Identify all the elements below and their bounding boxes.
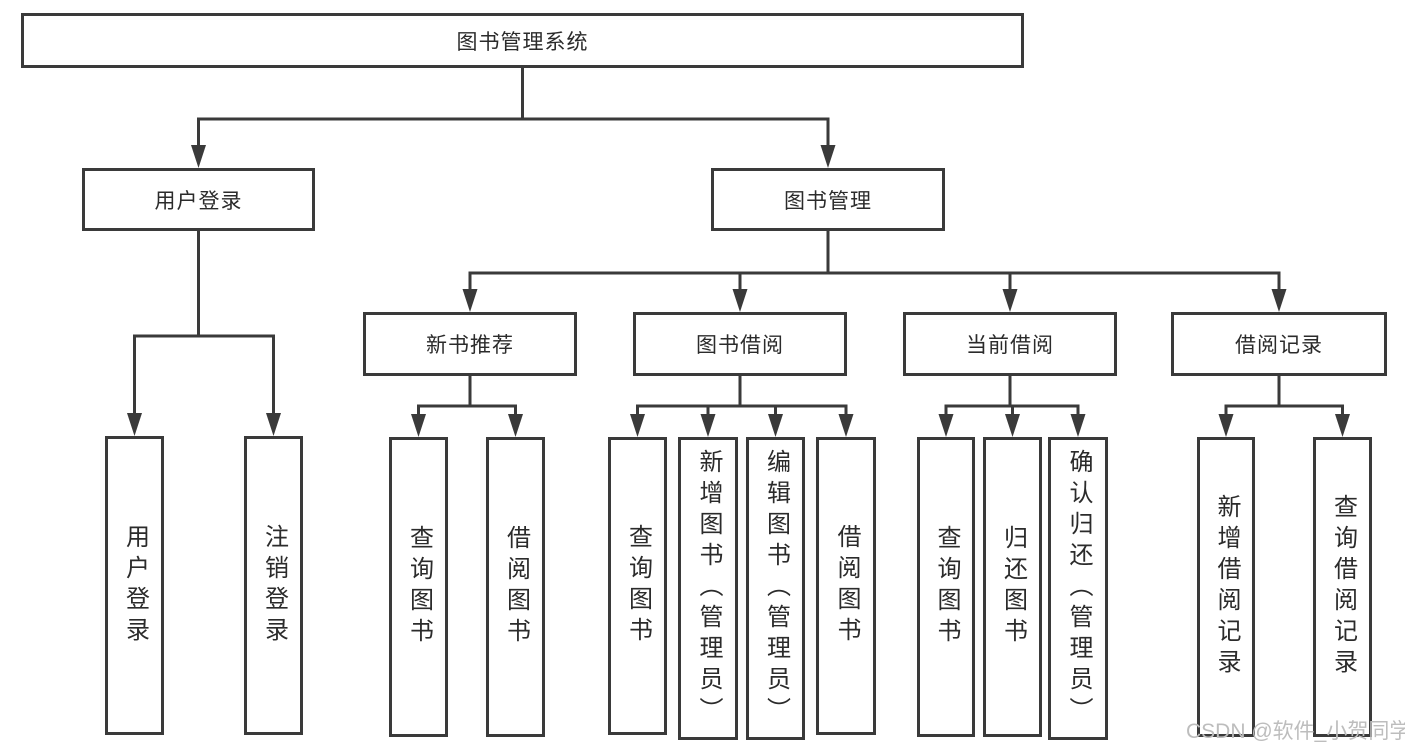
- leaf-query-borrow-record-label: 查询借阅记录: [1329, 494, 1357, 680]
- leaf-query-books-label: 查询图书: [933, 525, 960, 649]
- node-book-borrowing: 图书借阅: [633, 312, 847, 376]
- leaf-query-books: 查询图书: [608, 437, 667, 735]
- leaf-borrow-books-label: 借阅图书: [502, 525, 530, 649]
- leaf-borrow-books-label: 借阅图书: [833, 524, 860, 648]
- node-current-borrowing: 当前借阅: [903, 312, 1117, 376]
- leaf-add-books-admin: 新增图书（管理员）: [678, 437, 738, 740]
- node-new-book-recommend: 新书推荐: [363, 312, 577, 376]
- csdn-watermark: CSDN @软件_小贺同学: [1186, 720, 1405, 743]
- leaf-query-books-label: 查询图书: [624, 524, 652, 648]
- leaf-confirm-return-admin-label: 确认归还（管理员）: [1065, 449, 1092, 728]
- leaf-query-books: 查询图书: [917, 437, 975, 737]
- node-root-system: 图书管理系统: [21, 13, 1024, 68]
- node-root-label: 图书管理系统: [456, 30, 589, 54]
- leaf-query-books: 查询图书: [389, 437, 448, 737]
- node-book-management-label: 图书管理: [784, 189, 872, 213]
- leaf-add-books-admin-label: 新增图书（管理员）: [695, 449, 722, 728]
- node-book-borrowing-label: 图书借阅: [696, 334, 784, 357]
- node-book-management-module: 图书管理: [711, 168, 945, 231]
- leaf-edit-books-admin-label: 编辑图书（管理员）: [762, 449, 790, 728]
- leaf-user-login: 用户登录: [105, 436, 164, 735]
- leaf-add-borrow-record-label: 新增借阅记录: [1213, 494, 1240, 680]
- leaf-borrow-books: 借阅图书: [816, 437, 876, 735]
- leaf-return-books: 归还图书: [983, 437, 1042, 737]
- leaf-return-books-label: 归还图书: [999, 525, 1027, 649]
- leaf-query-borrow-record: 查询借阅记录: [1313, 437, 1372, 737]
- leaf-borrow-books: 借阅图书: [486, 437, 545, 737]
- leaf-user-login-label: 用户登录: [121, 523, 149, 648]
- node-borrowing-records-label: 借阅记录: [1235, 334, 1323, 357]
- node-current-borrowing-label: 当前借阅: [966, 334, 1054, 357]
- node-user-login-label: 用户登录: [154, 189, 243, 213]
- leaf-add-borrow-record: 新增借阅记录: [1197, 437, 1255, 737]
- leaf-logout-label: 注销登录: [260, 523, 288, 648]
- node-borrowing-records: 借阅记录: [1171, 312, 1387, 376]
- leaf-confirm-return-admin: 确认归还（管理员）: [1048, 437, 1108, 740]
- node-user-login-module: 用户登录: [82, 168, 315, 231]
- node-new-book-recommend-label: 新书推荐: [426, 334, 514, 357]
- leaf-edit-books-admin: 编辑图书（管理员）: [746, 437, 805, 740]
- leaf-logout: 注销登录: [244, 436, 303, 735]
- leaf-query-books-label: 查询图书: [405, 525, 433, 649]
